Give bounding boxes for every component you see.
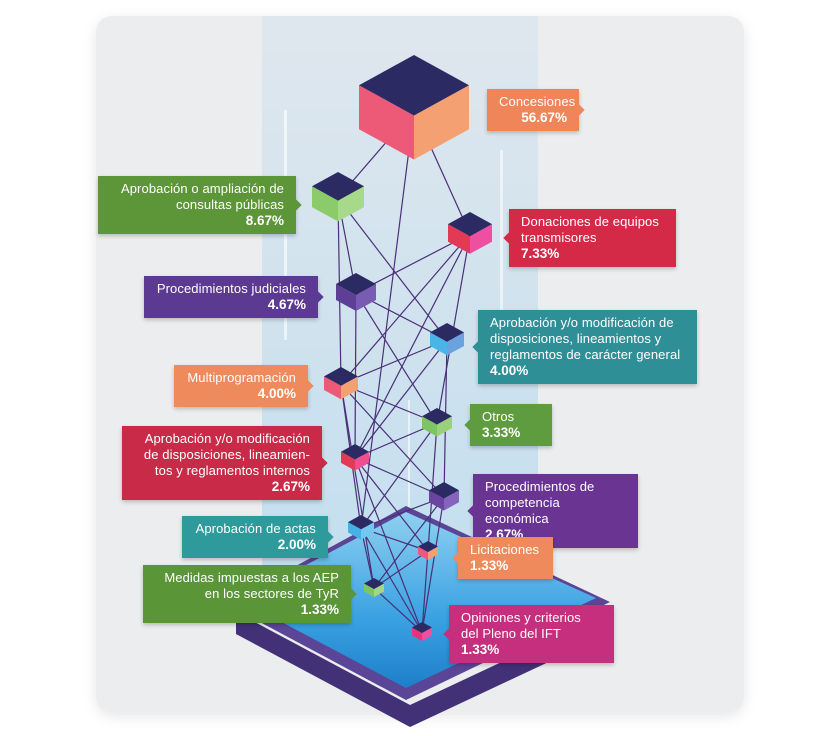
cube-otros [422, 408, 452, 437]
link-disp-internos-licitaciones [354, 457, 429, 552]
label-name: Multiprogramación [187, 370, 296, 385]
label-judiciales: Procedimientos judiciales 4.67% [144, 276, 318, 318]
link-disp-internos-pleno [354, 457, 423, 633]
label-name: Aprobación de actas [195, 521, 316, 536]
link-otros-licitaciones [427, 422, 438, 552]
label-name: Aprobación o ampliación de consultas púb… [120, 181, 284, 212]
cube-donaciones [448, 212, 492, 254]
link-donaciones-judiciales [355, 233, 471, 294]
link-consultas-disp-general [337, 197, 448, 341]
link-disp-general-disp-internos [354, 339, 448, 459]
label-percent: 4.67% [267, 297, 306, 312]
cube-actas [348, 515, 374, 540]
cube-judiciales [336, 273, 376, 311]
cube-consultas [312, 172, 364, 222]
light-beam-ray [408, 400, 410, 540]
label-percent: 2.67% [271, 479, 310, 494]
cube-concesiones [359, 55, 469, 160]
label-competencia: Procedimientos de competencia económica … [473, 474, 638, 548]
label-actas: Aprobación de actas 2.00% [182, 516, 328, 558]
link-competencia-pleno [421, 496, 445, 633]
label-name: Aprobación y/o modificación de disposici… [490, 315, 681, 362]
link-donaciones-multiprog [340, 233, 471, 385]
label-percent: 3.33% [482, 425, 521, 440]
label-name: Procedimientos de competencia económica [485, 479, 595, 526]
link-actas-pleno [360, 527, 423, 633]
label-percent: 2.00% [277, 537, 316, 552]
label-percent: 4.00% [257, 386, 296, 401]
label-percent: 1.33% [461, 642, 500, 657]
label-name: Opiniones y criterios del Pleno del IFT [461, 610, 581, 641]
label-name: Otros [482, 409, 515, 424]
cube-pleno [412, 622, 432, 641]
cube-disp-internos [341, 444, 369, 471]
label-percent: 4.00% [490, 363, 529, 378]
cube-multiprog [324, 367, 358, 400]
label-name: Licitaciones [470, 542, 540, 557]
label-percent: 1.33% [470, 558, 509, 573]
link-licitaciones-aep [373, 550, 429, 589]
label-percent: 1.33% [300, 602, 339, 617]
label-concesiones: Concesiones 56.67% [487, 89, 579, 131]
label-name: Concesiones [499, 94, 576, 109]
label-name: Aprobación y/o modificación de disposici… [143, 431, 310, 478]
cube-licitaciones [418, 541, 438, 560]
label-consultas: Aprobación o ampliación de consultas púb… [98, 176, 296, 234]
link-otros-actas [360, 422, 438, 529]
label-licitaciones: Licitaciones 1.33% [458, 537, 553, 579]
link-licitaciones-pleno [421, 550, 429, 633]
label-name: Procedimientos judiciales [156, 281, 306, 296]
network-cubes [312, 55, 492, 641]
label-multiprog: Multiprogramación 4.00% [174, 365, 308, 407]
label-otros: Otros 3.33% [470, 404, 552, 446]
cube-aep [364, 578, 384, 597]
label-percent: 56.67% [521, 110, 567, 125]
link-concesiones-actas [360, 109, 415, 529]
label-percent: 7.33% [521, 246, 560, 261]
link-competencia-aep [373, 496, 445, 589]
link-disp-general-multiprog [340, 339, 448, 385]
link-aep-pleno [373, 587, 423, 633]
cube-competencia [429, 482, 459, 511]
label-donaciones: Donaciones de equipos transmisores 7.33% [509, 209, 676, 267]
label-disp-general: Aprobación y/o modificación de disposici… [478, 310, 697, 384]
label-disp-internos: Aprobación y/o modificación de disposici… [122, 426, 322, 500]
label-name: Medidas impuestas a los AEP en los secto… [164, 570, 339, 601]
label-aep: Medidas impuestas a los AEP en los secto… [143, 565, 351, 623]
light-beam-ray [500, 150, 503, 370]
cube-disp-general [430, 323, 464, 356]
label-pleno: Opiniones y criterios del Pleno del IFT … [449, 605, 614, 663]
link-multiprog-aep [340, 383, 375, 589]
label-name: Donaciones de equipos transmisores [521, 214, 659, 245]
label-percent: 8.67% [245, 213, 284, 228]
link-multiprog-competencia [340, 383, 445, 498]
link-judiciales-otros [355, 292, 438, 424]
